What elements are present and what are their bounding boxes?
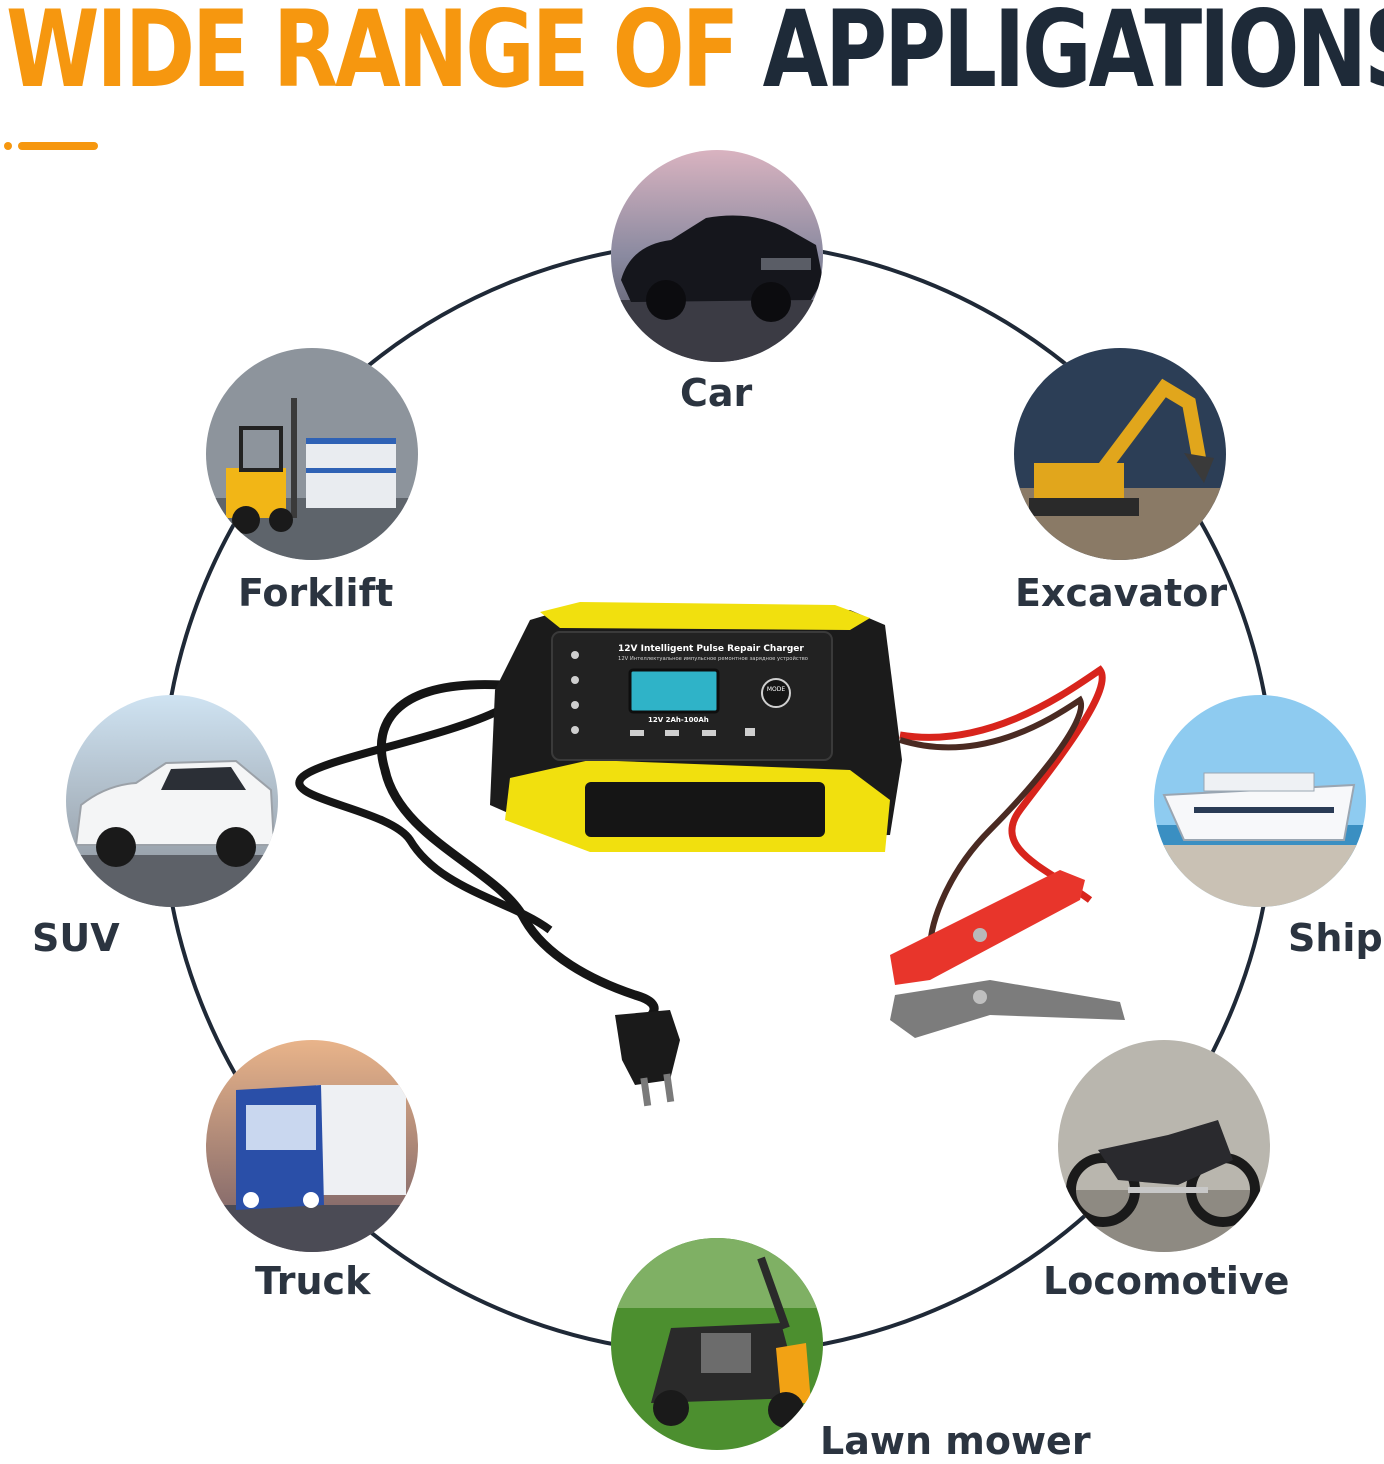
excavator-photo-icon (1014, 348, 1226, 560)
label-lawn-mower: Lawn mower (820, 1419, 1091, 1463)
headline-accent: WIDE RANGE OF (6, 0, 739, 111)
power-cord (376, 680, 659, 1035)
excavator-thumbnail (1014, 348, 1226, 560)
label-truck: Truck (255, 1259, 371, 1303)
car-photo-icon (611, 150, 823, 362)
label-forklift: Forklift (238, 571, 394, 615)
label-locomotive: Locomotive (1043, 1259, 1290, 1303)
suv-photo-icon (66, 695, 278, 907)
mode-button-label: MODE (767, 686, 786, 693)
grey-clamp-icon (890, 980, 1125, 1038)
positive-cable (899, 665, 1106, 903)
accent-dot (4, 142, 12, 150)
charger-subtitle: 12V Интеллектуальное импульсное ремонтно… (618, 655, 809, 662)
charger-title: 12V Intelligent Pulse Repair Charger (618, 644, 804, 654)
forklift-photo-icon (206, 348, 418, 560)
suv-thumbnail (66, 695, 278, 907)
label-excavator: Excavator (1015, 571, 1228, 615)
headline: WIDE RANGE OF APPLIGATIONS (6, 0, 1384, 110)
lcd-display (628, 668, 720, 714)
mode-button[interactable] (761, 678, 791, 708)
accent-bar (18, 142, 98, 150)
ship-thumbnail (1154, 695, 1366, 907)
label-car: Car (680, 371, 753, 415)
label-ship: Ship (1288, 916, 1383, 960)
car-thumbnail (611, 150, 823, 362)
red-clamp-icon (890, 870, 1085, 985)
power-plug-icon (615, 1010, 680, 1107)
forklift-thumbnail (206, 348, 418, 560)
battery-charger-product: MODE 12V Intelligent Pulse Repair Charge… (295, 602, 1125, 1107)
label-suv: SUV (32, 916, 120, 960)
lawn-mower-photo-icon (611, 1238, 823, 1450)
charger-capacity: 12V 2Ah-100Ah (648, 716, 709, 724)
truck-photo-icon (206, 1040, 418, 1252)
motorcycle-photo-icon (1058, 1040, 1270, 1252)
charger-body: MODE 12V Intelligent Pulse Repair Charge… (490, 602, 902, 852)
negative-cable (899, 695, 1085, 951)
locomotive-thumbnail (1058, 1040, 1270, 1252)
truck-thumbnail (206, 1040, 418, 1252)
lawn-mower-thumbnail (611, 1238, 823, 1450)
headline-main: APPLIGATIONS (762, 0, 1384, 111)
ship-photo-icon (1154, 695, 1366, 907)
